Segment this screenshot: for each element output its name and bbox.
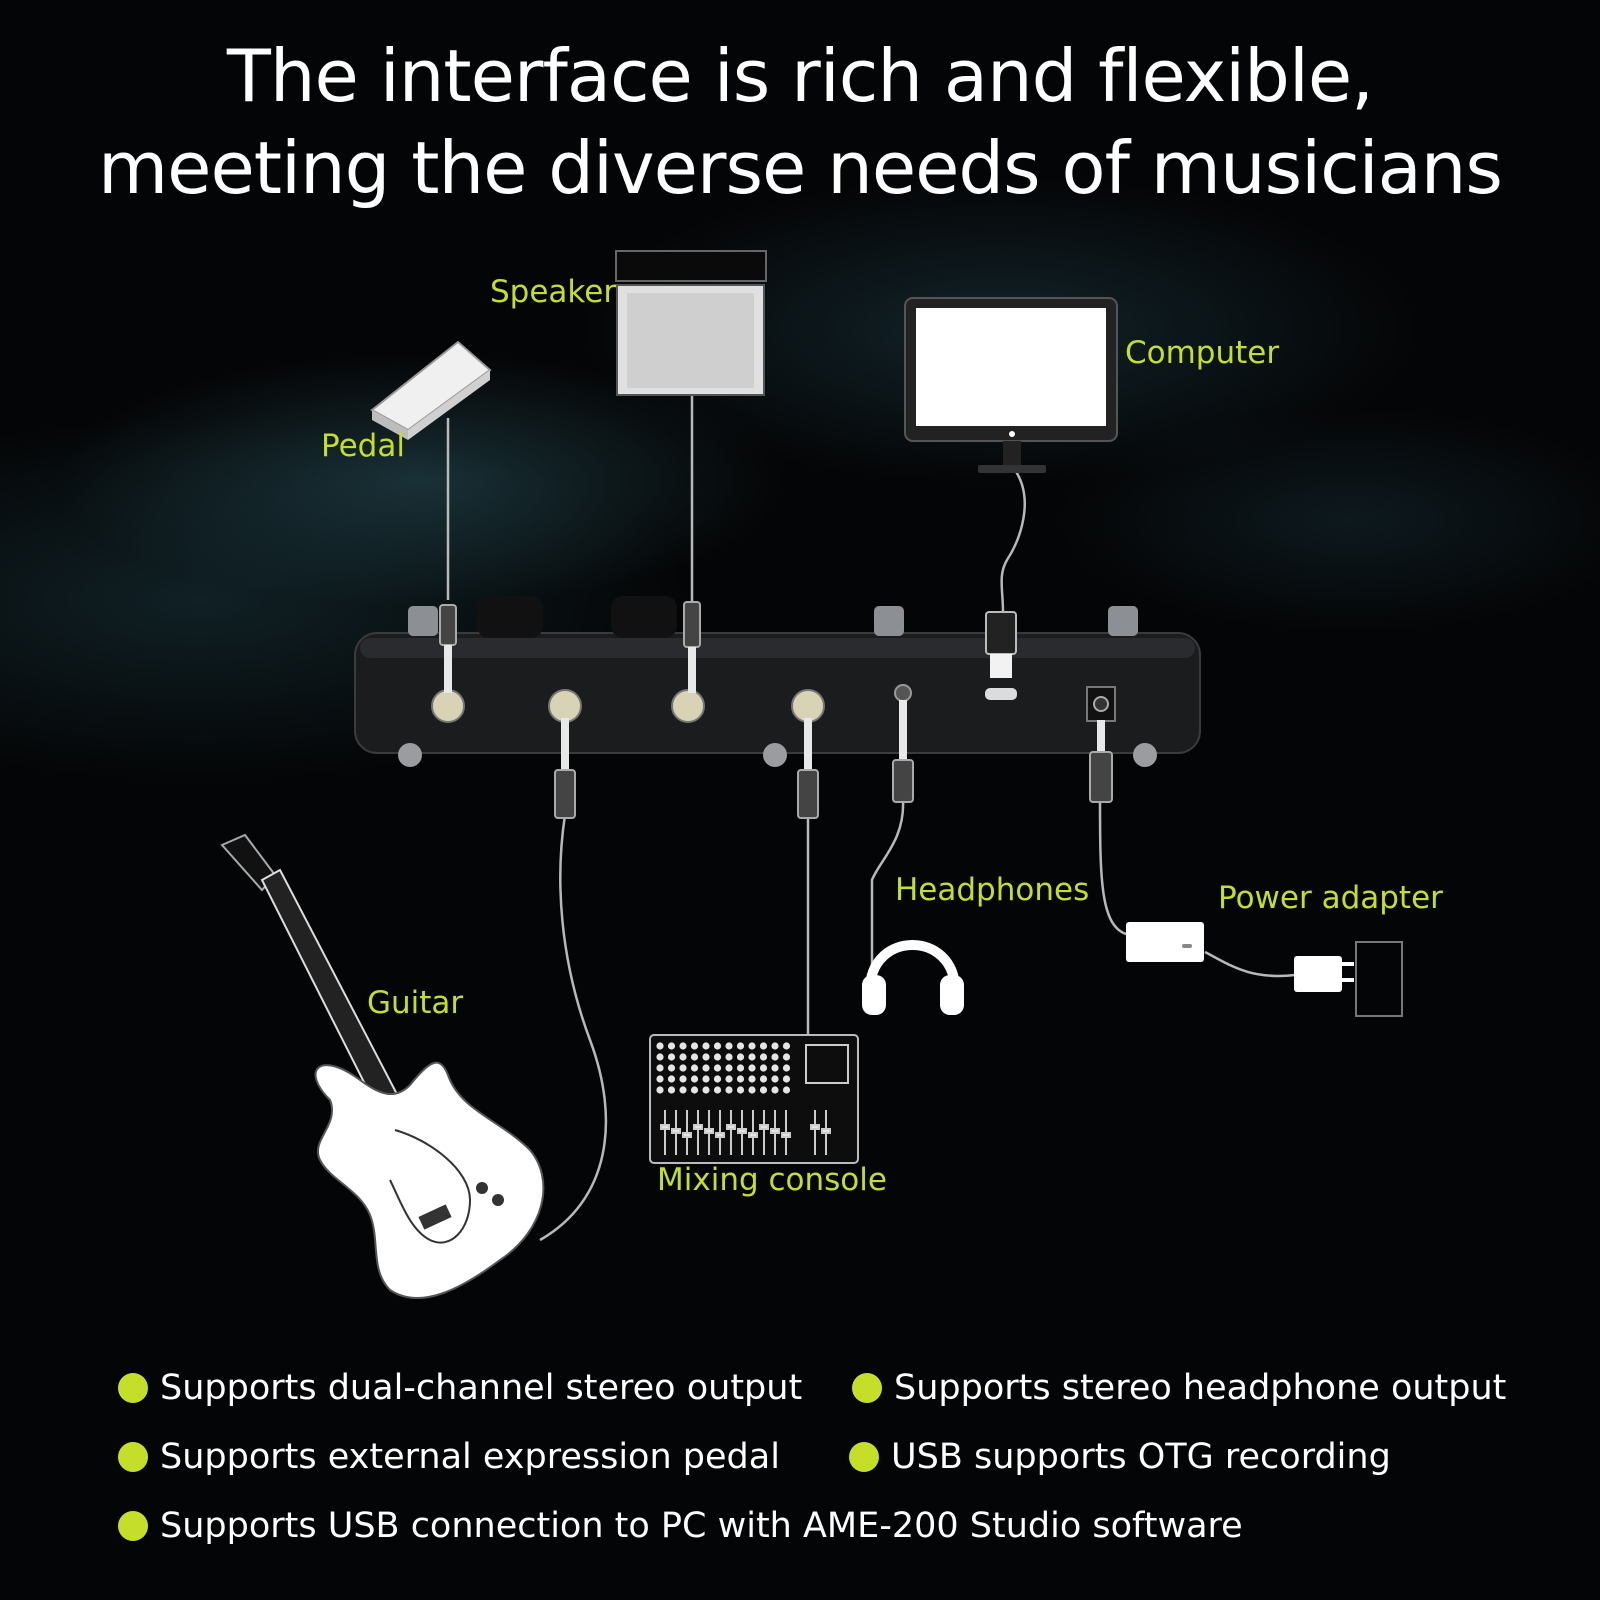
speaker-icon: [615, 250, 767, 396]
plugs: [439, 601, 1113, 819]
computer-cable: [1000, 469, 1026, 613]
label-headphones: Headphones: [895, 872, 1090, 908]
mixing-console-icon: [649, 1034, 859, 1164]
computer-icon: [904, 297, 1118, 473]
label-power-adapter: Power adapter: [1218, 880, 1443, 916]
label-pedal: Pedal: [321, 428, 405, 464]
multi-effects-device: [354, 596, 1201, 767]
headphones-icon: [862, 940, 964, 1015]
headphone-cable: [870, 799, 905, 990]
guitar-icon: [220, 833, 545, 1299]
label-speaker: Speaker: [490, 274, 617, 310]
page-title: The interface is rich and flexible, meet…: [0, 30, 1600, 214]
label-mixing-console: Mixing console: [657, 1162, 887, 1198]
power-adapter-icon: [1126, 922, 1403, 1017]
title-line-1: The interface is rich and flexible,: [226, 34, 1374, 118]
label-guitar: Guitar: [367, 985, 464, 1021]
cables: [446, 395, 1296, 1242]
label-computer: Computer: [1125, 335, 1280, 371]
title-line-2: meeting the diverse needs of musicians: [98, 126, 1503, 210]
adapter-cable: [1204, 950, 1296, 978]
power-cable: [1098, 794, 1131, 937]
pedal-icon: [370, 340, 492, 440]
guitar-cable: [539, 814, 608, 1242]
